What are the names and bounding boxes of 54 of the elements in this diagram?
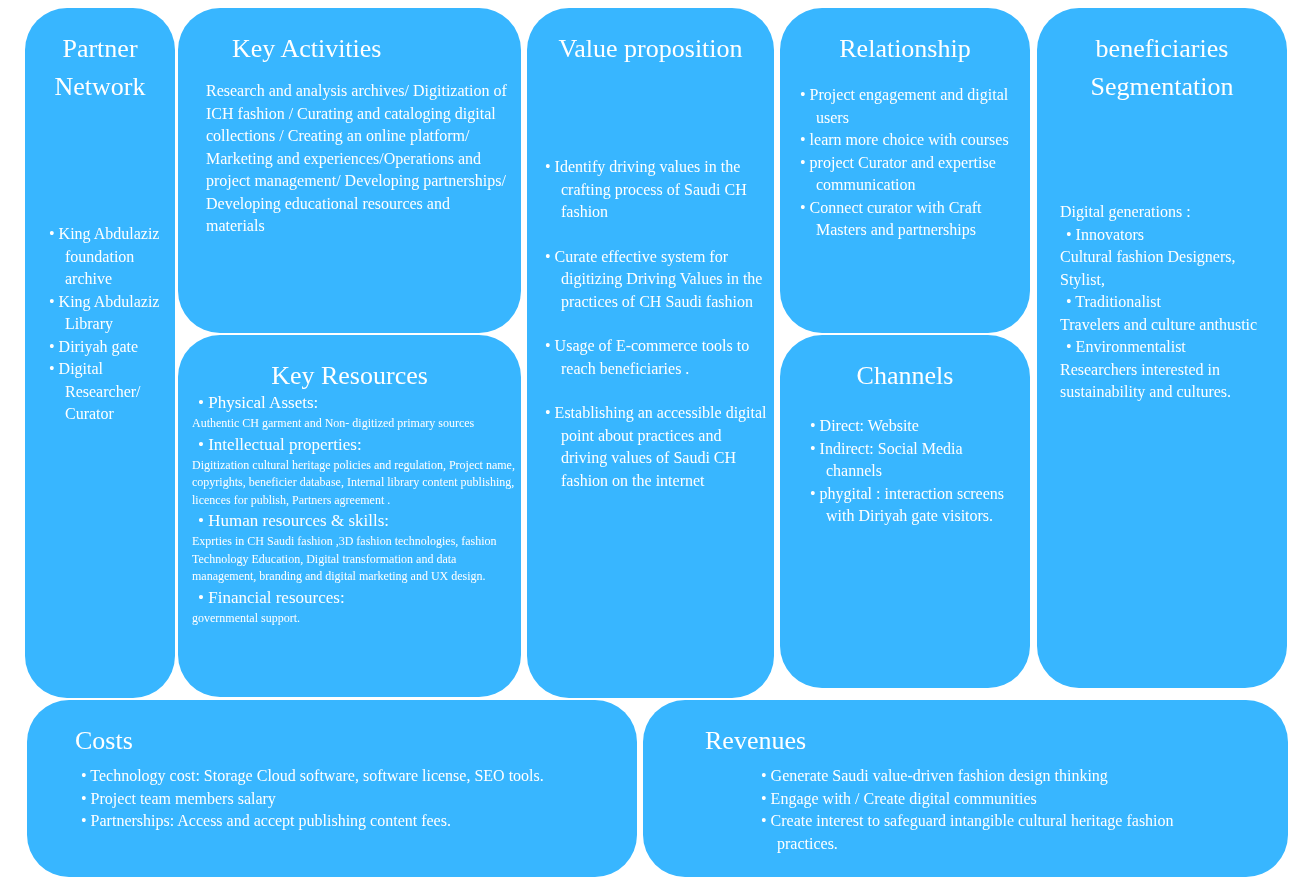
bullet-item: • Establishing an accessible digital point about practices and driving values of Saudi CH fashion on the internet: [544, 403, 768, 491]
block-title: Revenues: [705, 725, 808, 757]
bullet-item: • King Abdulaziz Library: [48, 291, 161, 335]
bullet-item: • Indirect: Social Media channels: [809, 438, 964, 481]
bullet-item: • Project team members salary: [80, 788, 277, 810]
canvas-block: [1037, 8, 1287, 688]
bullet-item: • Create interest to safeguard intangible cultural heritage fashion practices.: [760, 811, 1175, 855]
body-text: Research and analysis archives/ Digitization of ICH fashion / Curating and cataloging digital collections / Creating an online platform/ Marketing and experiences/Operations and project management/ Developing partnerships/ Developing educational resources and materials: [206, 81, 508, 236]
bullet-item: • Digital Researcher/ Curator: [48, 359, 142, 424]
bullet-item: • Identify driving values in the crafting process of Saudi CH fashion: [544, 157, 748, 222]
bullet-item: • Project engagement and digital users: [799, 85, 1010, 128]
canvas-block: [178, 8, 521, 333]
bullet-item: • project Curator and expertise communication: [799, 152, 997, 195]
body-text: Digital generations :: [1060, 202, 1192, 223]
bullet-item: • phygital : interaction screens with Diriyah gate visitors.: [809, 483, 1005, 527]
body-text: Cultural fashion Designers, Stylist,: [1060, 247, 1237, 291]
block-title: Costs: [75, 725, 134, 757]
block-title: Relationship: [838, 33, 972, 65]
body-text: Digitization cultural heritage policies and regulation, Project name, copyrights, beneficier database, Internal library content publishing, licences for publish, Partners agreement .: [192, 456, 516, 509]
bullet-item: • Engage with / Create digital communities: [760, 788, 1038, 810]
body-text: Authentic CH garment and Non- digitized primary sources: [192, 415, 476, 432]
bullet-item: • Human resources & skills:: [197, 510, 391, 532]
block-title: Partner Network: [53, 33, 147, 103]
bullet-item: • Innovators: [1065, 224, 1146, 245]
canvas-block: [27, 700, 637, 877]
bullet-item: • Connect curator with Craft Masters and partnerships: [799, 197, 983, 241]
bullet-item: • Intellectual properties:: [197, 433, 363, 456]
body-text: Exprties in CH Saudi fashion ,3D fashion technologies, fashion Technology Education, Digital transformation and data management, branding and digital marketing and UX design.: [192, 533, 498, 585]
bullet-item: • Curate effective system for digitizing Driving Values in the practices of CH Saudi fashion: [544, 246, 764, 313]
canvas-block: [780, 8, 1030, 333]
canvas-block: [527, 8, 774, 698]
body-text: Researchers interested in sustainability and cultures.: [1060, 359, 1233, 403]
block-title: Channels: [855, 360, 955, 392]
bullet-item: • Technology cost: Storage Cloud software, software license, SEO tools.: [80, 766, 545, 787]
canvas-block: [25, 8, 175, 698]
bullet-item: • Generate Saudi value-driven fashion design thinking: [760, 766, 1109, 787]
bullet-item: • King Abdulaziz foundation archive: [48, 224, 161, 289]
canvas-block: [178, 335, 521, 697]
body-text: Travelers and culture anthustic: [1060, 314, 1259, 335]
canvas-block: [643, 700, 1288, 877]
bullet-item: • Direct: Website: [809, 416, 920, 436]
bullet-item: • learn more choice with courses: [799, 130, 1010, 150]
block-title: beneficiaries Segmentation: [1089, 33, 1235, 103]
bullet-item: • Traditionalist: [1065, 292, 1162, 312]
bullet-item: • Usage of E-commerce tools to reach beneficiaries .: [544, 336, 751, 379]
block-title: Value proposition: [557, 33, 744, 65]
bullet-item: • Partnerships: Access and accept publishing content fees.: [80, 811, 452, 832]
bullet-item: • Financial resources:: [197, 586, 346, 609]
canvas-block: [780, 335, 1030, 688]
block-title: Key Resources: [270, 360, 429, 392]
bullet-item: • Diriyah gate: [48, 336, 140, 358]
bullet-item: • Physical Assets:: [197, 392, 320, 414]
bullet-item: • Environmentalist: [1065, 337, 1187, 357]
body-text: governmental support.: [192, 609, 301, 627]
